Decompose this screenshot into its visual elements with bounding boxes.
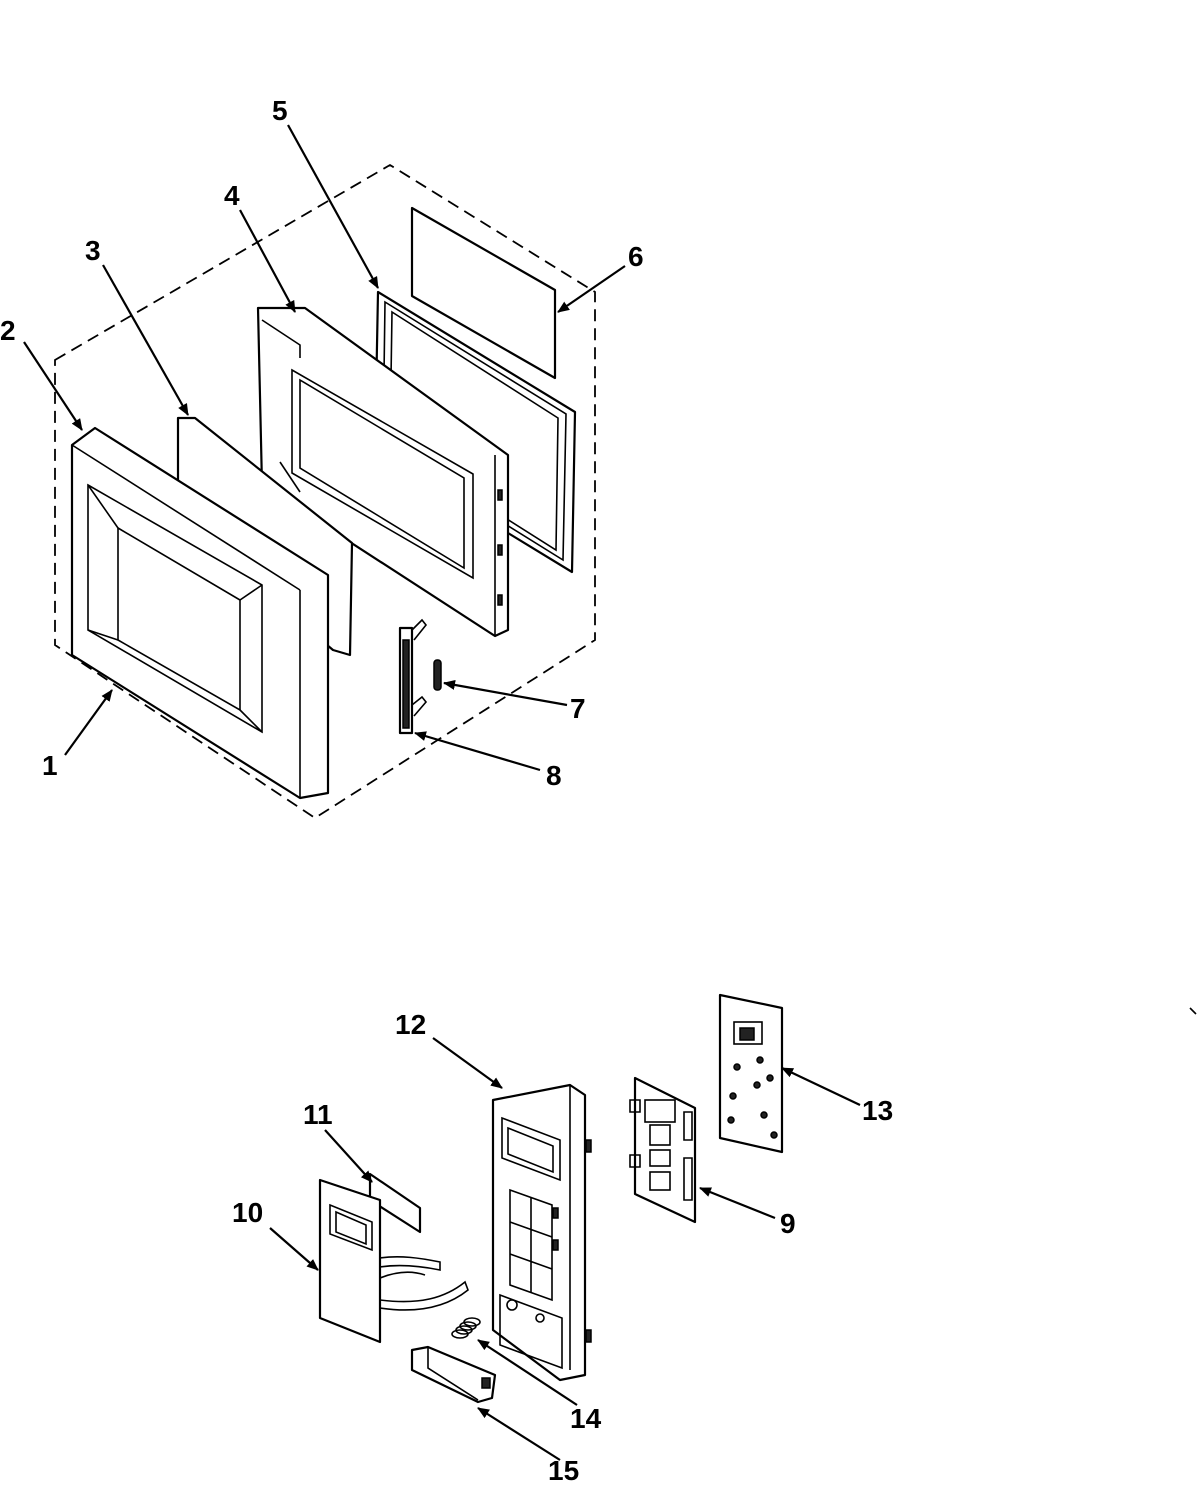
- leader-15: [477, 1407, 561, 1461]
- leader-14: [477, 1339, 578, 1406]
- assembly-boundary: [54, 163, 596, 820]
- leader-2: [23, 341, 83, 431]
- callout-numbers: 1 2 3 4 5 6 7 8 9 10 11 12 13 14 15: [0, 95, 893, 1486]
- part-11-display-lens: [368, 1172, 422, 1234]
- callout-9: 9: [780, 1208, 796, 1239]
- callout-8: 8: [546, 760, 562, 791]
- callout-11: 11: [303, 1099, 333, 1130]
- part-7-latch-spring: [433, 659, 442, 691]
- callout-10: 10: [232, 1197, 263, 1228]
- leader-11: [324, 1129, 373, 1183]
- part-4-door-frame: [256, 306, 510, 638]
- callout-14: 14: [570, 1403, 602, 1434]
- leader-lines: [23, 124, 861, 1461]
- callout-5: 5: [272, 95, 288, 126]
- part-10-membrane-switch: [318, 1178, 469, 1344]
- callout-3: 3: [85, 235, 101, 266]
- leader-1: [64, 689, 113, 756]
- callout-15: 15: [548, 1455, 579, 1486]
- callout-4: 4: [224, 180, 240, 211]
- leader-13: [781, 1067, 861, 1106]
- part-2-door-outer-panel: [70, 426, 330, 800]
- callout-1: 1: [42, 750, 58, 781]
- leader-4: [239, 209, 296, 313]
- stray-mark: [1189, 1007, 1197, 1015]
- leader-9: [699, 1186, 776, 1220]
- leader-5: [287, 124, 379, 289]
- part-14-spring: [451, 1317, 481, 1339]
- part-6-window-glass: [410, 206, 557, 380]
- part-8-door-latch: [398, 618, 428, 735]
- callout-13: 13: [862, 1095, 893, 1126]
- leader-10: [269, 1227, 319, 1271]
- callout-7: 7: [570, 693, 586, 724]
- leader-8: [414, 731, 541, 772]
- leader-7: [443, 680, 568, 707]
- leader-6: [557, 265, 626, 313]
- part-13-circuit-board: [718, 993, 784, 1154]
- part-9-control-bracket: [629, 1076, 697, 1224]
- callout-6: 6: [628, 241, 644, 272]
- control-panel-assembly-group: [318, 993, 784, 1404]
- leader-3: [102, 264, 189, 416]
- leader-12: [432, 1037, 503, 1089]
- callout-12: 12: [395, 1009, 426, 1040]
- callout-2: 2: [0, 315, 16, 346]
- door-assembly-group: [54, 163, 596, 820]
- part-12-control-panel-frame: [491, 1083, 592, 1382]
- part-15-door-button: [410, 1345, 497, 1404]
